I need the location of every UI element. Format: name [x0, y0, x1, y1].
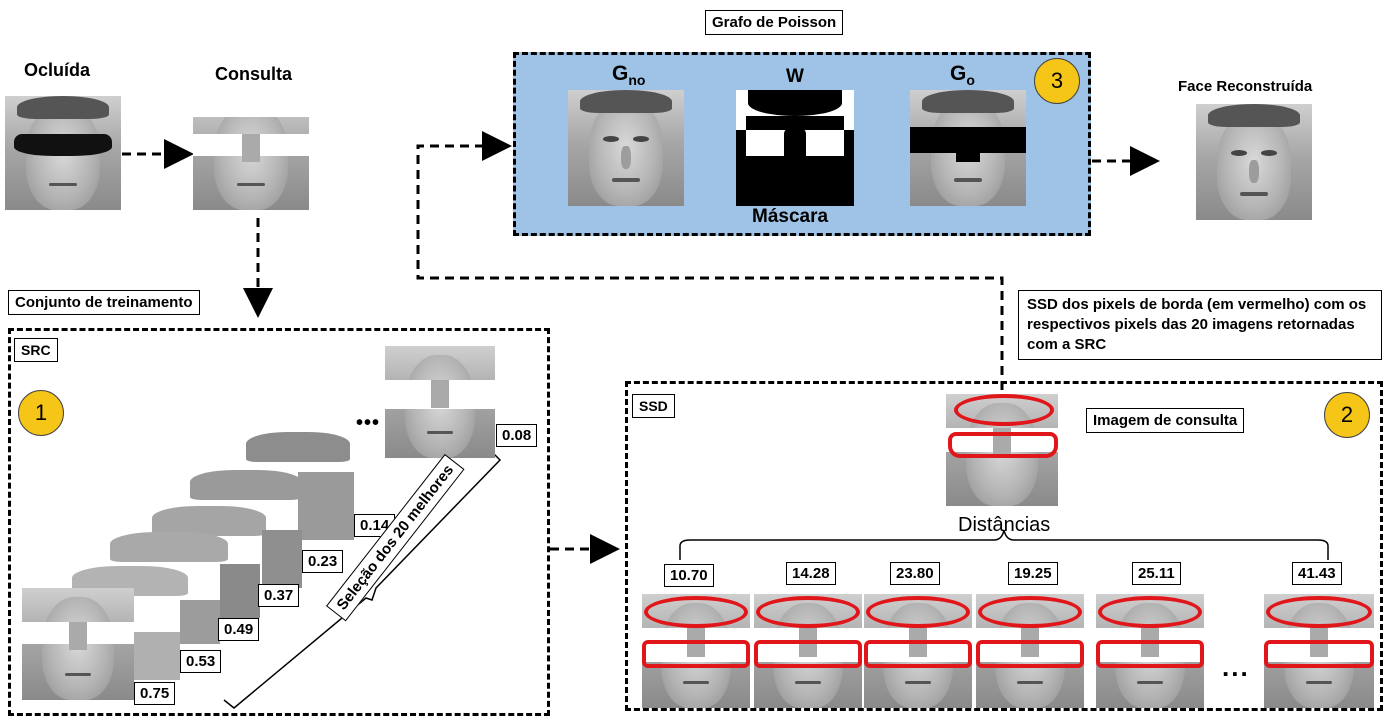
- occluded-title: Ocluída: [24, 60, 91, 80]
- distances-brace: [679, 529, 1329, 560]
- distances-label: Distâncias: [958, 514, 1051, 536]
- candidate-top-outline: [1266, 596, 1372, 628]
- src-front-face: [22, 588, 134, 700]
- distance-value: 25.11: [1132, 562, 1181, 585]
- src-stack-fragment: [220, 564, 260, 618]
- distance-value: 41.43: [1292, 562, 1342, 585]
- candidate-band-outline: [976, 640, 1084, 668]
- src-score: 0.53: [180, 650, 222, 673]
- g-o-face-image: [910, 90, 1026, 206]
- step-1-badge: 1: [18, 390, 64, 436]
- ssd-title: SSD: [632, 394, 675, 418]
- src-ellipsis: •••: [356, 412, 381, 434]
- query-image-label: Imagem de consulta: [1086, 408, 1245, 433]
- candidates-ellipsis: ...: [1222, 652, 1250, 682]
- src-score: 0.08: [496, 424, 538, 447]
- query-face-image: [193, 96, 309, 210]
- g-o-label: Go: [950, 62, 975, 89]
- query-band-border-outline: [948, 432, 1058, 458]
- distance-value: 14.28: [786, 562, 836, 585]
- reconstructed-title: Face Reconstruída: [1178, 78, 1313, 95]
- distance-value: 19.25: [1008, 562, 1058, 585]
- candidate-band-outline: [754, 640, 862, 668]
- src-stack-fragment: [246, 432, 350, 462]
- ssd-panel: [625, 381, 1383, 711]
- mask-label: Máscara: [752, 206, 829, 227]
- src-stack-fragment: [152, 506, 266, 536]
- query-top-border-outline: [954, 394, 1054, 426]
- ssd-description: SSD dos pixels de borda (em vermelho) co…: [1018, 290, 1382, 360]
- src-stack-fragment: [110, 532, 228, 562]
- candidate-top-outline: [756, 596, 860, 628]
- src-score: 0.75: [134, 682, 176, 705]
- occluded-face-image: [5, 96, 121, 210]
- src-candidate-face: [385, 346, 495, 458]
- src-score: 0.37: [258, 584, 300, 607]
- src-panel: [8, 328, 550, 716]
- candidate-top-outline: [978, 596, 1082, 628]
- candidate-top-outline: [866, 596, 970, 628]
- candidate-band-outline: [642, 640, 750, 668]
- g-no-face-image: [568, 90, 684, 206]
- src-score: 0.23: [302, 550, 344, 573]
- candidate-top-outline: [644, 596, 748, 628]
- mask-image: [736, 90, 854, 206]
- step-2-badge: 2: [1324, 392, 1370, 438]
- distance-value: 10.70: [664, 564, 714, 587]
- w-label: W: [786, 66, 804, 87]
- candidate-band-outline: [1096, 640, 1204, 668]
- src-score: 0.49: [218, 618, 260, 641]
- training-set-label: Conjunto de treinamento: [8, 290, 200, 315]
- g-no-label: Gno: [612, 62, 646, 89]
- distance-value: 23.80: [890, 562, 940, 585]
- src-stack-fragment: [262, 530, 302, 588]
- src-stack-fragment: [190, 470, 302, 500]
- poisson-title: Grafo de Poisson: [705, 10, 844, 35]
- arrow-ssd-to-poisson: [416, 131, 1004, 390]
- query-title: Consulta: [215, 64, 293, 84]
- candidate-band-outline: [1264, 640, 1374, 668]
- src-stack-fragment: [180, 600, 220, 644]
- src-stack-fragment: [134, 632, 180, 680]
- candidate-top-outline: [1098, 596, 1202, 628]
- candidate-band-outline: [864, 640, 972, 668]
- src-stack-fragment: [298, 472, 354, 540]
- selection-bracket: [223, 451, 502, 709]
- step-3-badge: 3: [1034, 58, 1080, 104]
- reconstructed-face-image: [1196, 104, 1312, 220]
- src-title: SRC: [14, 338, 58, 362]
